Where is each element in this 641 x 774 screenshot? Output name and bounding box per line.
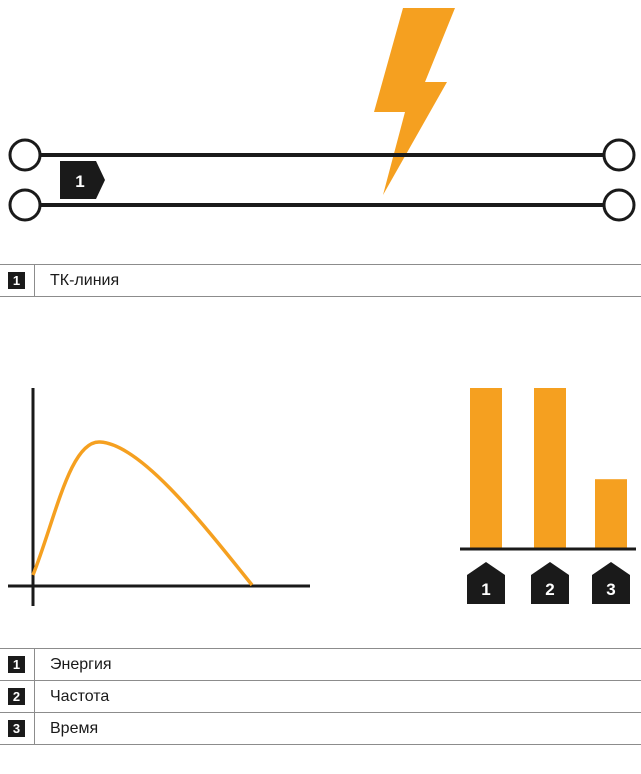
- bar-marker-label: 1: [481, 580, 490, 599]
- bar: [534, 388, 566, 548]
- terminal-top-right: [602, 138, 636, 172]
- legend-bottom: 1 Энергия 2 Частота 3 Время: [0, 648, 641, 745]
- lightning-bolt-icon: [374, 8, 455, 195]
- legend-divider: [34, 265, 35, 296]
- bar-marker: [467, 562, 505, 604]
- energy-curve-plot: [8, 388, 310, 606]
- legend-top: 1 ТК-линия: [0, 264, 641, 297]
- legend-divider: [34, 713, 35, 744]
- legend-text: Частота: [50, 688, 110, 705]
- line-marker-badge: [60, 161, 105, 199]
- bar-diagram: 1 2 3: [460, 388, 636, 604]
- line-marker-label: 1: [75, 172, 84, 191]
- terminal-top-left: [8, 138, 42, 172]
- bar-marker: [531, 562, 569, 604]
- legend-row: 1 Энергия: [0, 648, 641, 680]
- bar-marker: [592, 562, 630, 604]
- legend-number: 3: [8, 720, 25, 737]
- legend-number: 2: [8, 688, 25, 705]
- line-strike-diagram: 1: [8, 8, 636, 222]
- terminal-bottom-right: [602, 188, 636, 222]
- legend-number: 1: [8, 272, 25, 289]
- legend-text: ТК-линия: [50, 272, 120, 289]
- bar-marker-label: 2: [545, 580, 554, 599]
- legend-number: 1: [8, 656, 25, 673]
- energy-curve: [31, 440, 254, 587]
- bar: [595, 479, 627, 548]
- bar-marker-label: 3: [606, 580, 615, 599]
- legend-divider: [34, 649, 35, 680]
- bar: [470, 388, 502, 548]
- terminal-bottom-left: [8, 188, 42, 222]
- legend-text: Время: [50, 720, 99, 737]
- legend-row: 2 Частота: [0, 680, 641, 712]
- legend-row: 3 Время: [0, 712, 641, 745]
- legend-row: 1 ТК-линия: [0, 264, 641, 297]
- legend-text: Энергия: [50, 656, 112, 673]
- legend-divider: [34, 681, 35, 712]
